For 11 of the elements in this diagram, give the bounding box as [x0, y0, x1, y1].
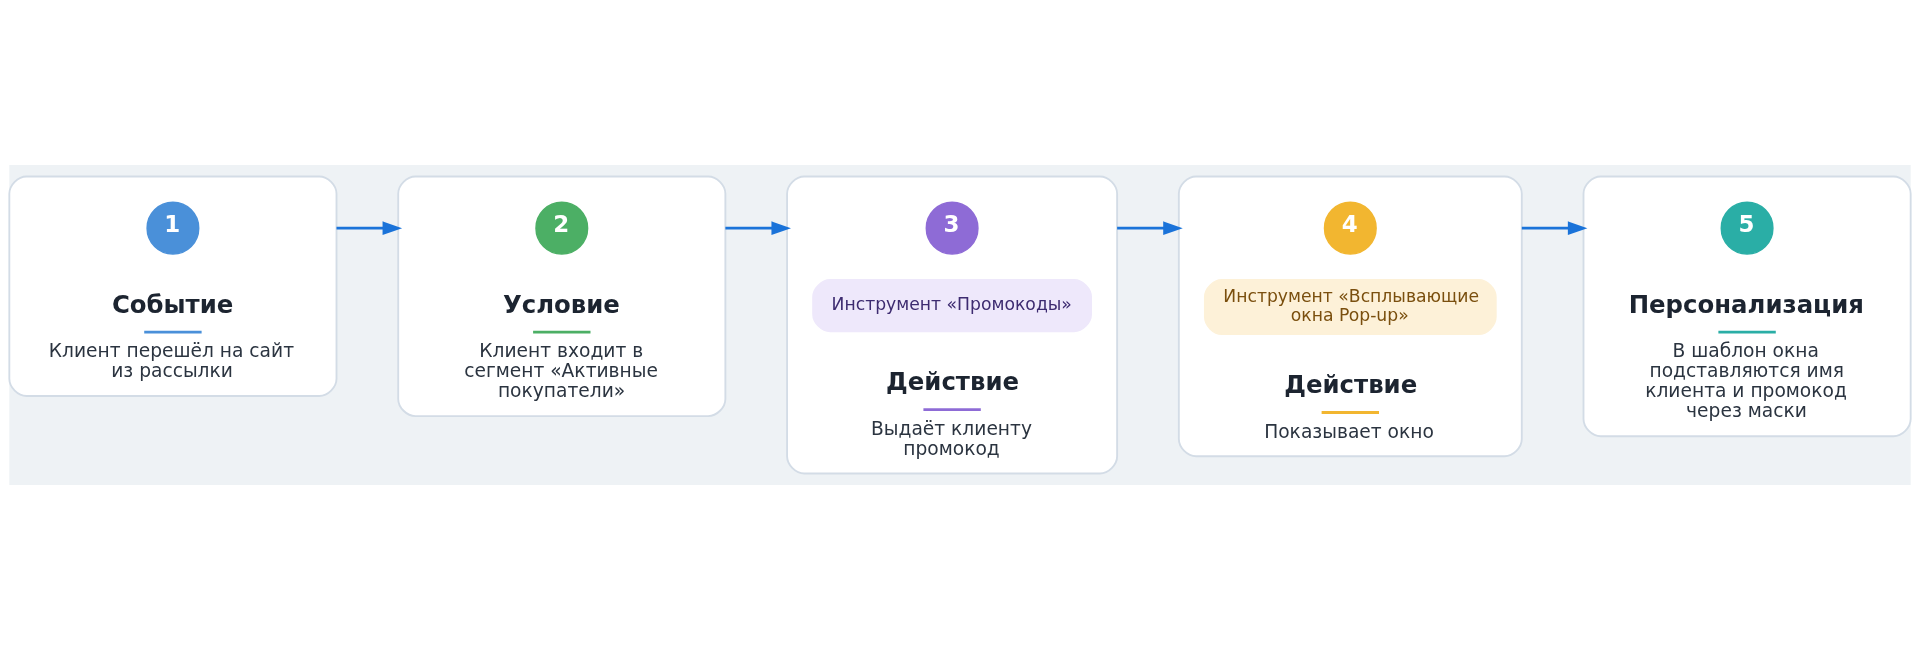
node-box: Инструмент «Промокоды» [812, 279, 1092, 333]
node-circle: 3 [925, 201, 979, 255]
arrow [725, 221, 791, 235]
node-circle: 4 [1323, 201, 1377, 255]
arrow [1521, 221, 1588, 235]
arrow [336, 221, 403, 235]
node-circle: 2 [535, 201, 589, 255]
node-circle: 1 [146, 201, 200, 255]
node-box: Инструмент «Всплывающие окна Pop-up» [1203, 279, 1497, 336]
node-circle: 5 [1720, 201, 1774, 255]
arrow [1117, 221, 1183, 235]
